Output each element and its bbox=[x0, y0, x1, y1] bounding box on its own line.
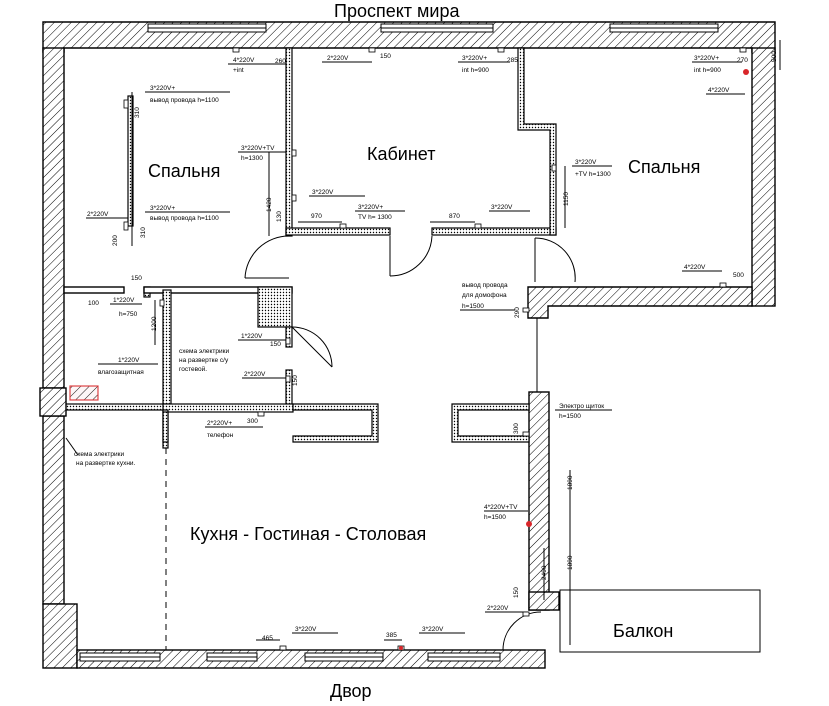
dim: 100 bbox=[88, 300, 99, 307]
dim: 260 bbox=[275, 58, 286, 65]
street-bottom: Двор bbox=[330, 681, 372, 701]
note: 3*220V bbox=[312, 189, 334, 196]
note: 3*220V bbox=[575, 159, 597, 166]
note: 2*220V bbox=[487, 605, 509, 612]
note: 3*220V+ bbox=[462, 55, 487, 62]
dim: 150 bbox=[131, 275, 142, 282]
note: +int bbox=[233, 67, 244, 74]
note: 3*220V+TV bbox=[241, 145, 275, 152]
note: h=750 bbox=[119, 311, 138, 318]
note: влагозащитная bbox=[98, 369, 144, 376]
note: схема электрики bbox=[74, 451, 124, 458]
room-bedroom-left: Спальня bbox=[148, 161, 220, 181]
note: вывод провода h=1100 bbox=[150, 215, 219, 222]
dim: 300 bbox=[513, 423, 520, 434]
dim: 500 bbox=[733, 272, 744, 279]
dim: 130 bbox=[276, 211, 283, 222]
dim: 300 bbox=[247, 418, 258, 425]
dim: 270 bbox=[737, 57, 748, 64]
note: 4*220V bbox=[708, 87, 730, 94]
note: 4*220V+TV bbox=[484, 504, 518, 511]
doors bbox=[244, 235, 576, 651]
note: TV h= 1300 bbox=[358, 214, 392, 221]
balcony-outline bbox=[559, 589, 761, 653]
note: на развертке кухни. bbox=[76, 460, 136, 467]
room-bedroom-right: Спальня bbox=[628, 157, 700, 177]
windows bbox=[79, 23, 719, 662]
exterior-walls bbox=[42, 21, 776, 669]
dim: 200 bbox=[112, 235, 119, 246]
dim: 970 bbox=[311, 213, 322, 220]
outlets bbox=[123, 47, 749, 651]
dim: 150 bbox=[270, 341, 281, 348]
note: int h=900 bbox=[462, 67, 489, 74]
dim: 870 bbox=[449, 213, 460, 220]
dim: 1150 bbox=[563, 192, 570, 206]
note: 1*220V bbox=[118, 357, 140, 364]
note: 3*220V bbox=[422, 626, 444, 633]
room-office: Кабинет bbox=[367, 144, 435, 164]
note: 1*220V bbox=[241, 333, 263, 340]
dimension-lines bbox=[131, 40, 781, 645]
note: 2*220V bbox=[327, 55, 349, 62]
note: h=1500 bbox=[559, 413, 581, 420]
note: h=1300 bbox=[241, 155, 263, 162]
note: 3*220V+ bbox=[150, 85, 175, 92]
note: 4*220V bbox=[233, 57, 255, 64]
electrical-notes: 3*220V+ вывод провода h=1100 310 2*220V … bbox=[65, 51, 778, 642]
note: 2*220V bbox=[87, 211, 109, 218]
dim: 310 bbox=[140, 227, 147, 238]
note: 3*220V+ bbox=[694, 55, 719, 62]
partitions bbox=[39, 47, 557, 449]
dim: 150 bbox=[380, 53, 391, 60]
note: схема электрики bbox=[179, 348, 229, 355]
note: 2*220V bbox=[244, 371, 266, 378]
note: 1*220V bbox=[113, 297, 135, 304]
note: для домофона bbox=[462, 292, 507, 299]
dim: 150 bbox=[513, 587, 520, 598]
dim: 500 bbox=[771, 51, 778, 62]
note: h=1500 bbox=[462, 303, 484, 310]
note: 3*220V bbox=[295, 626, 317, 633]
dim: 285 bbox=[507, 57, 518, 64]
note: 2*220V+ bbox=[207, 420, 232, 427]
note: гостевой. bbox=[179, 365, 207, 373]
dim: 290 bbox=[514, 307, 521, 318]
note: Электро щиток bbox=[559, 403, 604, 410]
room-labels: Спальня Кабинет Спальня Кухня - Гостиная… bbox=[148, 144, 700, 641]
note: вывод провода h=1100 bbox=[150, 97, 219, 104]
note: h=1500 bbox=[484, 514, 506, 521]
note: телефон bbox=[207, 432, 234, 439]
dim: 310 bbox=[134, 107, 141, 118]
dim: 150 bbox=[292, 375, 299, 386]
street-top: Проспект мира bbox=[334, 1, 460, 21]
note: 3*220V bbox=[491, 204, 513, 211]
note: +TV h=1300 bbox=[575, 171, 611, 178]
dim: 385 bbox=[386, 632, 397, 639]
note: вывод провода bbox=[462, 282, 508, 289]
note: int h=900 bbox=[694, 67, 721, 74]
note: 3*220V+ bbox=[150, 205, 175, 212]
room-kitchen-living: Кухня - Гостиная - Столовая bbox=[190, 524, 426, 544]
note: 3*220V+ bbox=[358, 204, 383, 211]
note: на развертке с/у bbox=[179, 357, 229, 364]
dim: 465 bbox=[262, 635, 273, 642]
room-balcony: Балкон bbox=[613, 621, 673, 641]
note: 4*220V bbox=[684, 264, 706, 271]
